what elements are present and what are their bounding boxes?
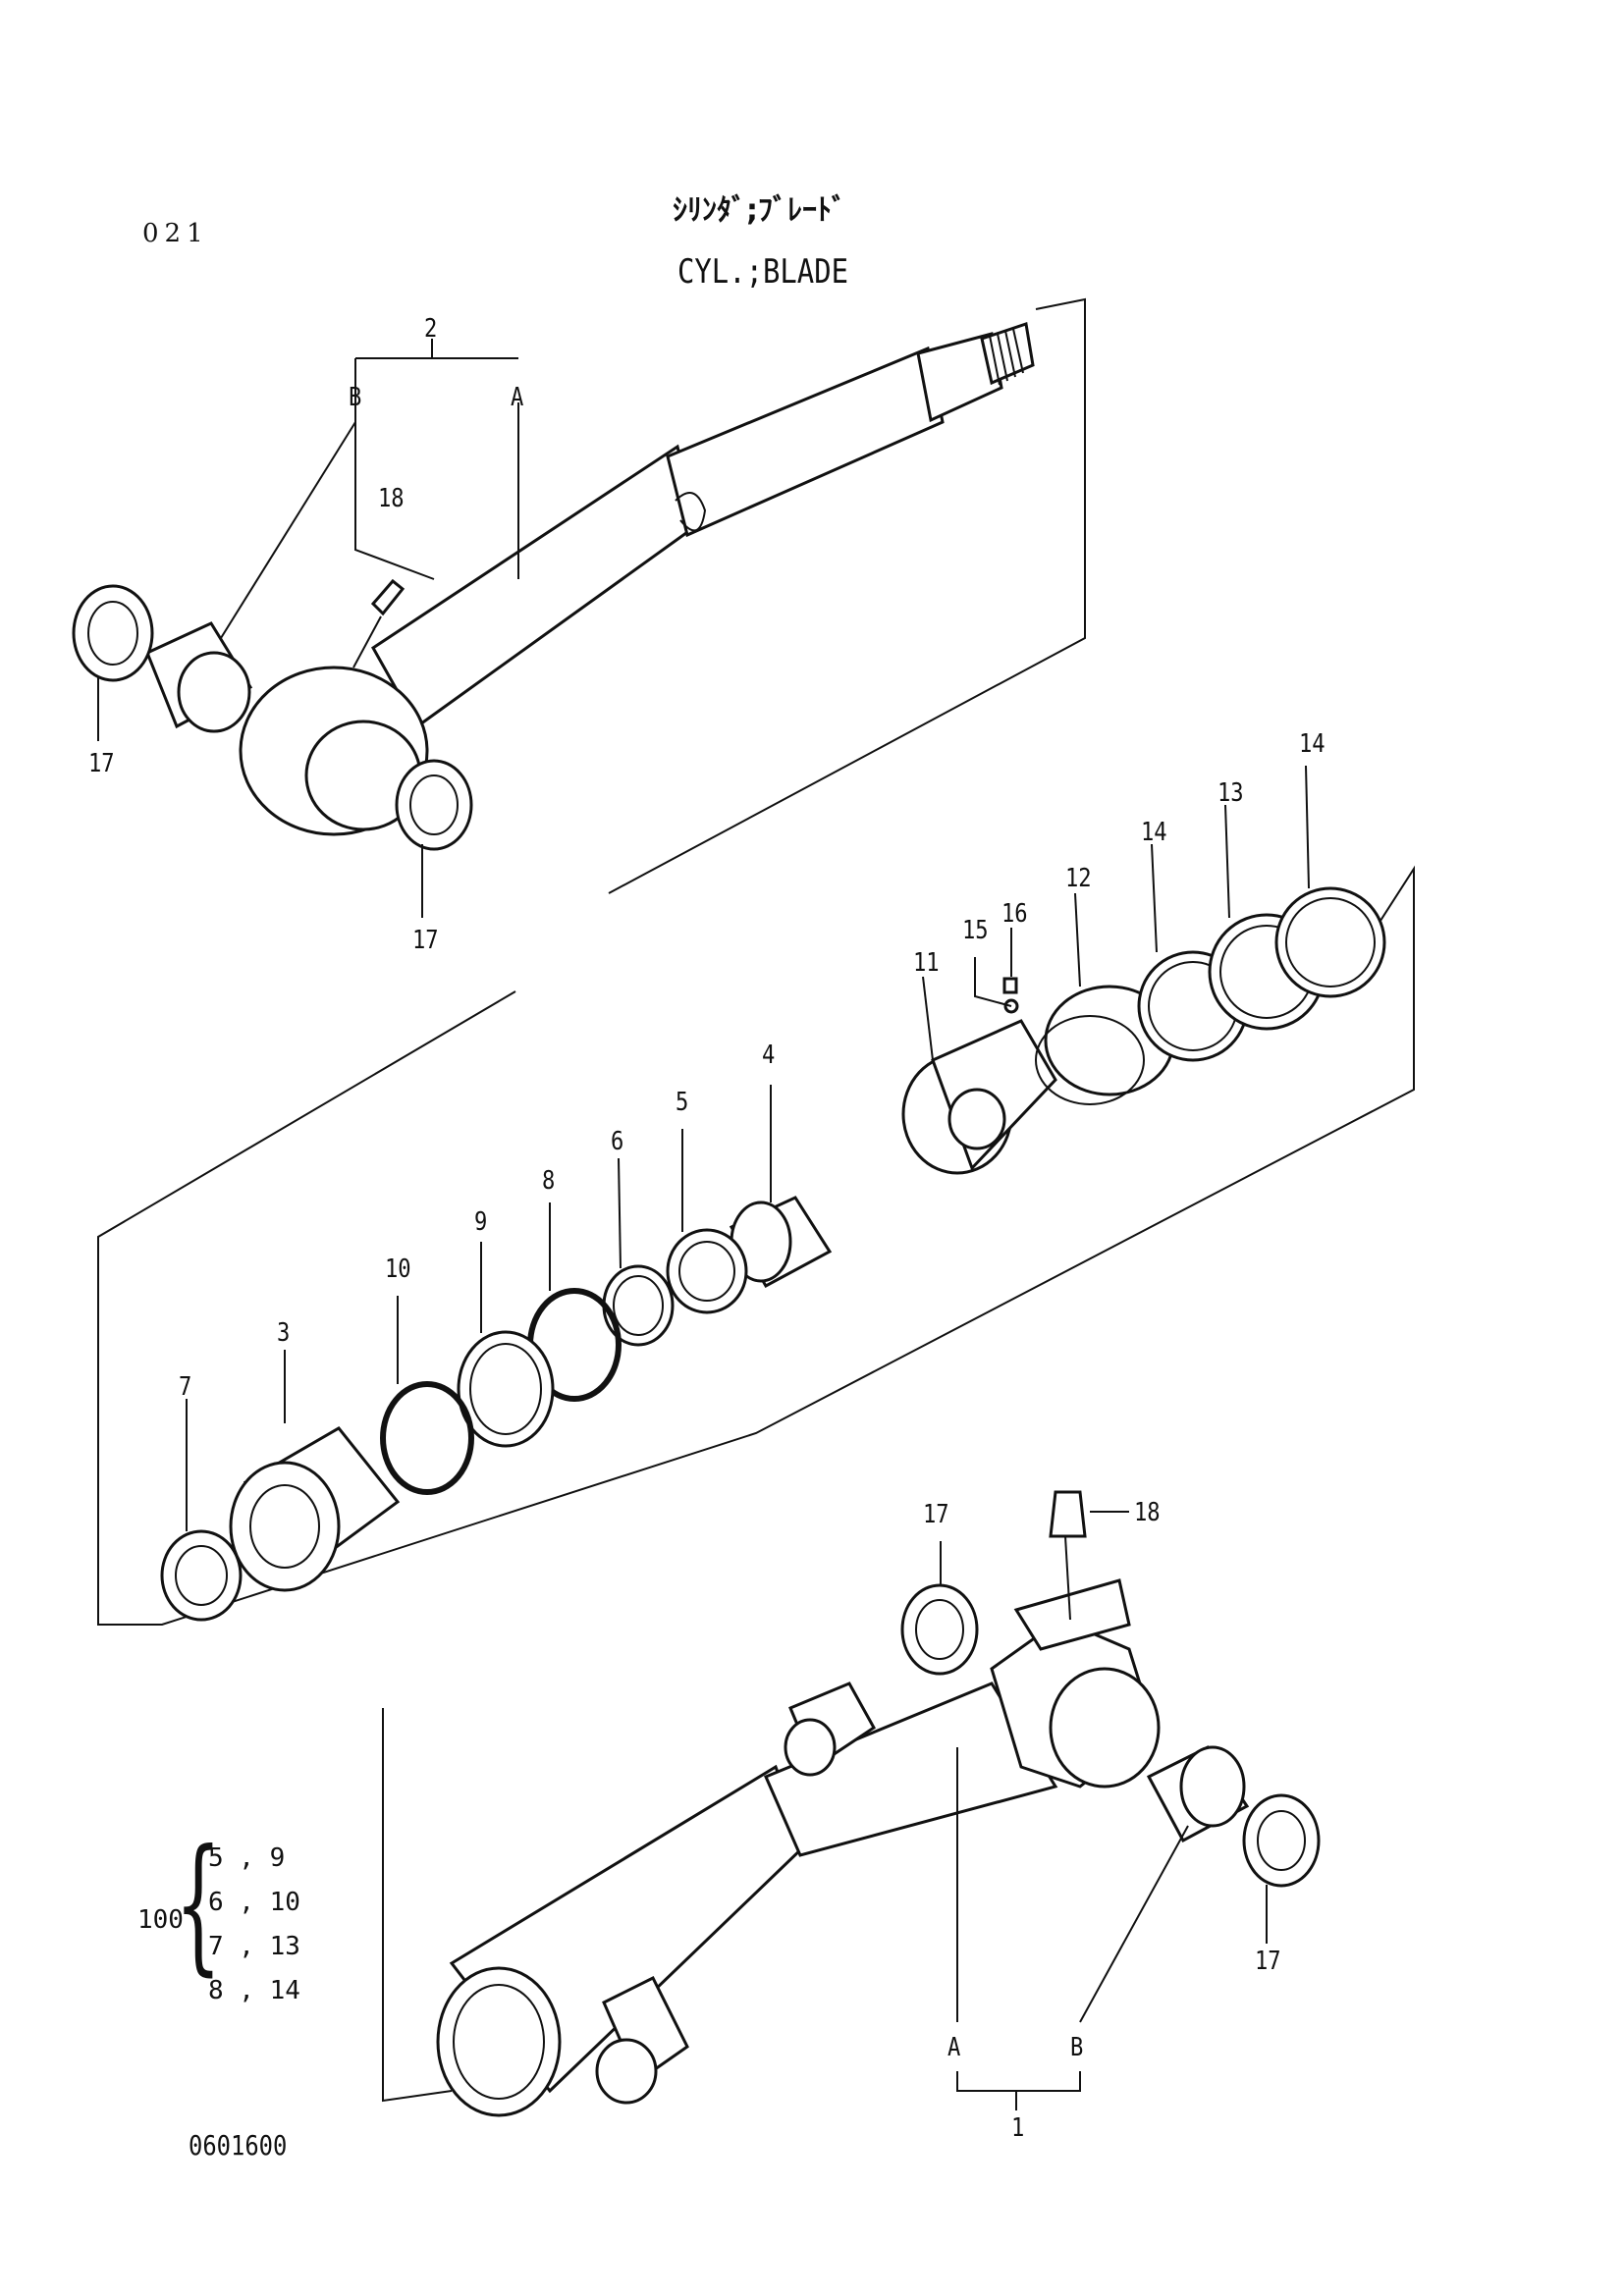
- callout-17-tube-top: 17: [923, 1500, 949, 1529]
- piston-rod-assembly: [72, 297, 1086, 918]
- callout-18-rod: 18: [378, 484, 405, 513]
- seal-kit-brace: {: [175, 1819, 222, 1990]
- page-number: 021: [142, 219, 209, 248]
- callout-11: 11: [913, 948, 940, 978]
- callout-1: 1: [1011, 2113, 1025, 2143]
- callout-tube-b: B: [1070, 2033, 1084, 2062]
- callout-17-rod-right: 17: [412, 926, 439, 955]
- drawing-number: 0601600: [189, 2129, 288, 2162]
- callout-rod-a: A: [511, 383, 524, 412]
- title-english: CYL.;BLADE: [677, 252, 848, 292]
- callout-14-left: 14: [1141, 818, 1167, 847]
- title-japanese: ｼﾘﾝﾀﾞ;ﾌﾞﾚｰﾄﾞ: [673, 193, 846, 228]
- callout-rod-b: B: [349, 383, 362, 412]
- callout-17-rod-left: 17: [88, 749, 115, 778]
- callout-tube-a: A: [947, 2033, 961, 2062]
- callout-8: 8: [542, 1166, 556, 1196]
- seal-kit-item: 6 , 10: [208, 1888, 300, 1917]
- seal-kit-item: 5 , 9: [208, 1843, 286, 1873]
- callout-12: 12: [1065, 864, 1092, 893]
- callout-9: 9: [474, 1207, 488, 1237]
- callout-16: 16: [1001, 899, 1028, 929]
- callout-14-right: 14: [1299, 729, 1325, 759]
- callout-10: 10: [385, 1255, 411, 1284]
- callout-13: 13: [1217, 778, 1244, 808]
- callout-2: 2: [424, 314, 438, 344]
- seal-kit-item: 8 , 14: [208, 1976, 300, 2005]
- cylinder-tube-assembly: [382, 1490, 1321, 2117]
- gland-and-piston-parts: [97, 765, 1415, 1626]
- callout-18-tube: 18: [1134, 1498, 1161, 1527]
- callout-17-tube-right: 17: [1255, 1947, 1281, 1976]
- callout-3: 3: [277, 1318, 291, 1348]
- callout-6: 6: [611, 1127, 624, 1156]
- callout-5: 5: [676, 1088, 689, 1117]
- seal-kit-number: 100: [137, 1905, 184, 1935]
- callout-7: 7: [179, 1372, 192, 1402]
- seal-kit-item: 7 , 13: [208, 1932, 300, 1961]
- callout-15: 15: [962, 916, 989, 945]
- callout-4: 4: [762, 1041, 776, 1070]
